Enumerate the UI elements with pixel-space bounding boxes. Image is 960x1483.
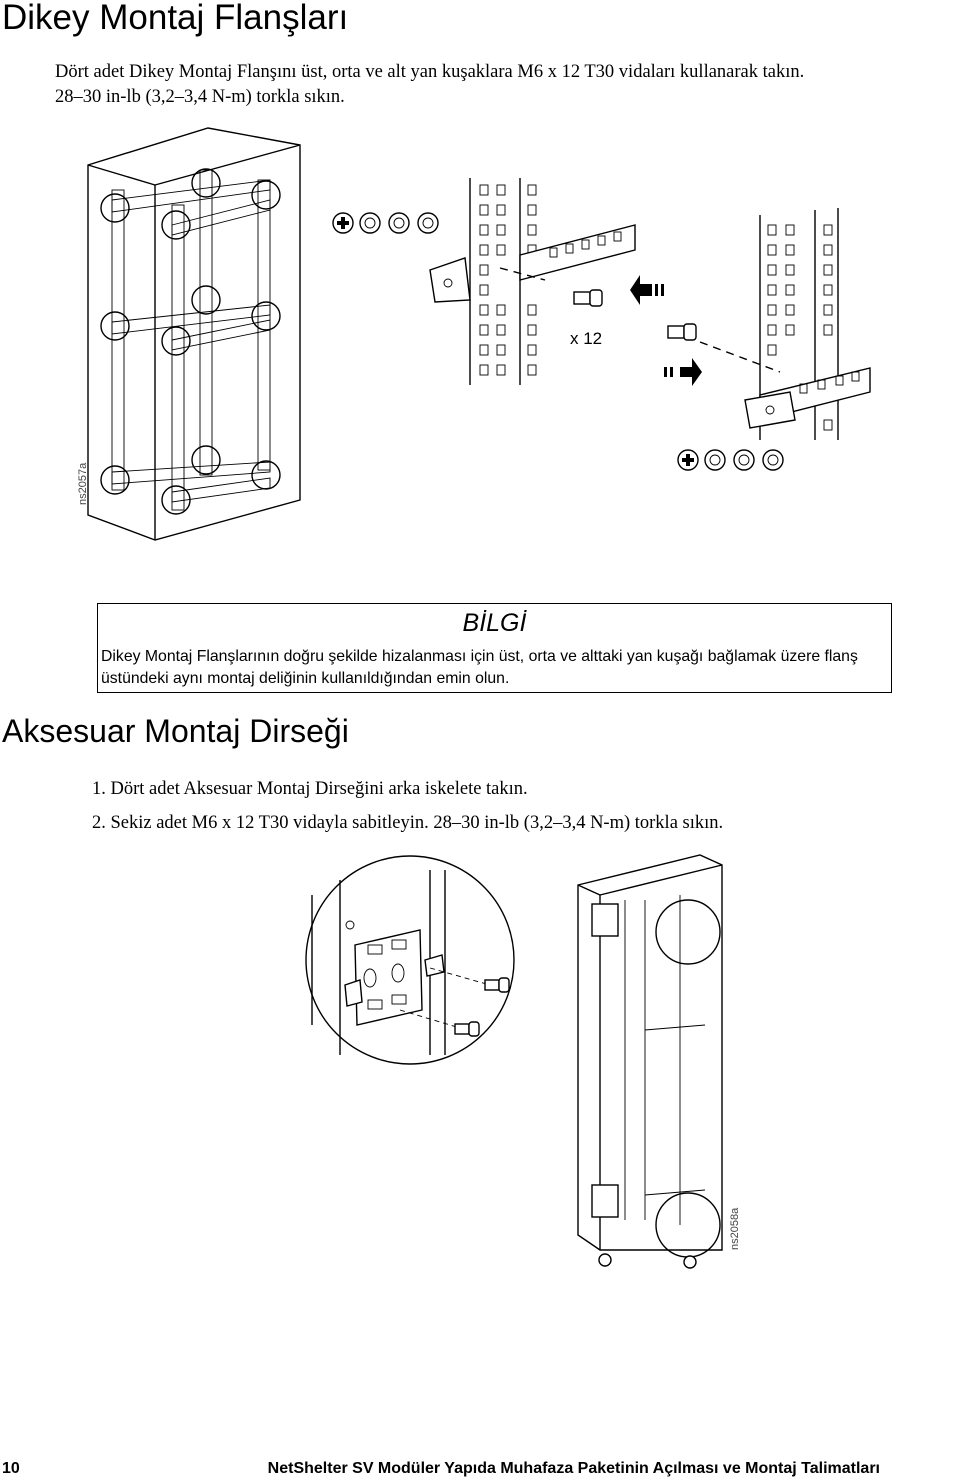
figure2-id-label: ns2058a	[729, 1207, 741, 1250]
screw-icon	[454, 977, 510, 1037]
bracket-illustration	[305, 855, 515, 1065]
figure1-id-label: ns2057a	[77, 462, 89, 505]
washer-icon	[359, 212, 439, 234]
torx-screw-icon	[677, 449, 699, 471]
rail-detail-left	[429, 178, 636, 385]
step-2: 2. Sekiz adet M6 x 12 T30 vidayla sabitl…	[92, 813, 724, 833]
note-text: Dikey Montaj Flanşlarının doğru şekilde …	[101, 648, 858, 687]
washer-icon	[704, 449, 784, 471]
screw-icon	[573, 289, 697, 341]
note-title: BİLGİ	[462, 609, 527, 637]
intro-paragraph: Dört adet Dikey Montaj Flanşını üst, ort…	[55, 60, 935, 110]
arrow-right-icon	[630, 275, 702, 386]
page-number: 10	[2, 1460, 20, 1477]
note-box: BİLGİ Dikey Montaj Flanşlarının doğru şe…	[97, 603, 892, 693]
section-heading-accessory: Aksesuar Montaj Dirseği	[2, 713, 349, 749]
step-1: 1. Dört adet Aksesuar Montaj Dirseğini a…	[92, 779, 528, 799]
footer-title: NetShelter SV Modüler Yapıda Muhafaza Pa…	[267, 1460, 880, 1477]
quantity-label: x 12	[570, 329, 602, 348]
intro-line-2: 28–30 in-lb (3,2–3,4 N-m) torkla sıkın.	[55, 87, 345, 107]
figure-vertical-flanges: ns2057a	[77, 127, 871, 541]
figure-accessory-bracket: ns2058a	[305, 854, 741, 1269]
page-title: Dikey Montaj Flanşları	[2, 0, 349, 37]
cabinet-illustration	[577, 854, 723, 1269]
torx-screw-icon	[332, 212, 354, 234]
intro-line-1: Dört adet Dikey Montaj Flanşını üst, ort…	[55, 62, 805, 82]
cabinet-illustration	[87, 127, 301, 541]
rail-detail-right	[699, 208, 871, 440]
